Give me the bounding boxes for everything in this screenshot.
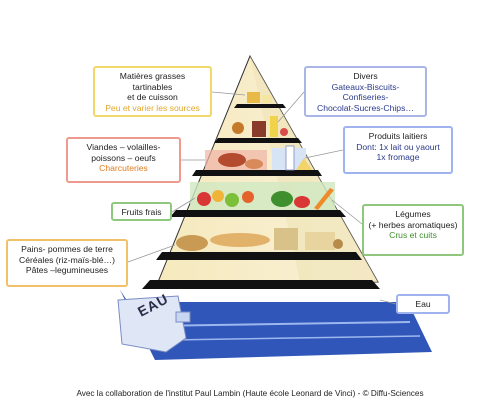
pyramid-shelves [142,104,380,289]
credit-line: Avec la collaboration de l'institut Paul… [76,389,424,398]
water-title: Eau [415,299,431,309]
sweets-food-icon [232,116,288,137]
misc-items-2: Chocolat-Sucres-Chips… [317,102,414,113]
veg-advice: Crus et cuits [389,230,437,240]
meat-title-2: poissons – oeufs [91,152,156,163]
misc-items-1: Gateaux-Biscuits-Confiseries- [331,81,400,103]
dairy-title: Produits laitiers [368,131,428,141]
fats-food-icon [247,92,272,103]
callout-dairy: Produits laitiers Dont: 1x lait ou yaour… [343,126,453,174]
veg-subtitle: (+ herbes aromatiques) [368,219,458,230]
water-bottle-icon [117,295,191,353]
callout-misc: Divers Gateaux-Biscuits-Confiseries- Cho… [304,66,427,117]
callout-meat: Viandes – volailles- poissons – oeufs Ch… [66,137,181,183]
starch-line-3: Pâtes –legumineuses [25,265,109,275]
meat-title-1: Viandes – volailles- [86,142,161,152]
meat-dairy-food-icon [205,145,312,171]
fruit-vegetable-food-icon [190,182,335,210]
callout-fats: Matières grasses tartinables et de cuiss… [93,66,212,117]
starch-food-icon [176,228,343,251]
starch-line-2: Céréales (riz-maïs-blé…) [19,254,115,265]
fruit-title: Fruits frais [121,207,162,217]
fats-title-2: et de cuisson [127,92,178,102]
dairy-advice-2: 1x fromage [376,152,420,162]
meat-advice: Charcuteries [99,163,148,173]
dairy-advice-1: Dont: 1x lait ou yaourt [356,141,440,152]
callout-water: Eau [396,294,450,314]
callout-connectors [127,91,397,305]
callout-fruit: Fruits frais [111,202,172,221]
callout-vegetables: Légumes (+ herbes aromatiques) Crus et c… [362,204,464,256]
fats-title-1: Matières grasses tartinables [119,71,186,92]
misc-title: Divers [353,71,378,81]
starch-line-1: Pains- pommes de terre [21,244,113,254]
fats-advice: Peu et varier les sources [105,102,200,113]
water-surface [120,290,412,302]
callout-starch: Pains- pommes de terre Céréales (riz-maï… [6,239,128,287]
veg-title: Légumes [395,209,431,219]
